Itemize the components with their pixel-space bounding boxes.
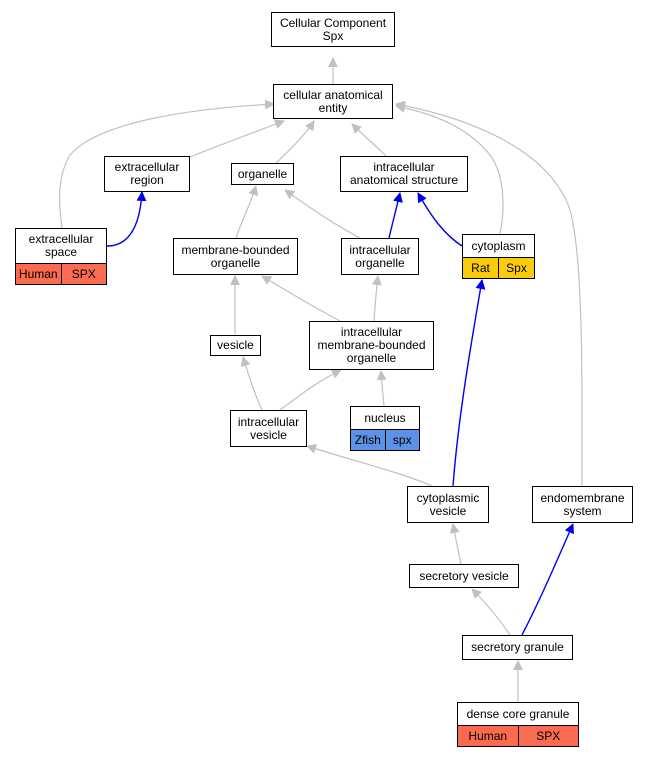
node-label: Cellular Component Spx (279, 15, 387, 43)
edge-secretory-granule-to-secretory-vesicle (471, 588, 511, 636)
node-label: secretory vesicle (419, 568, 509, 583)
node-label: secretory granule (471, 640, 564, 654)
edge-intracellular-organelle-to-intracellular-anatomical-structure (388, 192, 403, 239)
node-secretory-vesicle[interactable]: secretory vesicle (409, 564, 519, 588)
edge-cytoplasm-to-intracellular-anatomical-structure (417, 192, 463, 247)
node-label: dense core granule (466, 706, 570, 721)
node-organelle[interactable]: organelle (231, 163, 294, 185)
edge-intracellular-membrane-bounded-organelle-to-intracellular-organelle (371, 275, 382, 322)
node-label: intracellular organelle (349, 242, 411, 270)
node-label: vesicle (217, 338, 254, 352)
node-membrane-bounded-organelle[interactable]: membrane-bounded organelle (173, 238, 298, 275)
edge-intracellular-vesicle-to-vesicle (240, 356, 263, 411)
node-label: organelle (237, 166, 288, 181)
edge-cytoplasmic-vesicle-to-intracellular-vesicle (306, 444, 433, 487)
node-label: intracellular membrane-bounded organelle (317, 325, 426, 365)
tag-gene: spx (384, 430, 419, 450)
edge-intracellular-anatomical-structure-to-cellular-anatomical-entity (351, 123, 387, 157)
edge-secretory-vesicle-to-cytoplasmic-vesicle (449, 523, 462, 565)
edge-extracellular-space-to-cellular-anatomical-entity (59, 99, 275, 229)
edge-intracellular-vesicle-to-intracellular-membrane-bounded-organelle (279, 369, 342, 411)
tag-species: Zfish (351, 430, 385, 450)
node-label: nucleus (364, 410, 406, 425)
annotation-tags: Human SPX (458, 725, 578, 746)
annotation-tags: Rat Spx (463, 257, 534, 278)
node-cytoplasm[interactable]: cytoplasm Rat Spx (462, 234, 535, 279)
node-dense-core-granule[interactable]: dense core granule Human SPX (457, 702, 579, 747)
node-label: endomembrane system (540, 490, 625, 518)
node-intracellular-membrane-bounded-organelle[interactable]: intracellular membrane-bounded organelle (309, 321, 434, 370)
tag-gene: SPX (517, 726, 578, 746)
node-label: membrane-bounded organelle (181, 242, 290, 270)
node-nucleus[interactable]: nucleus Zfish spx (350, 406, 420, 451)
node-intracellular-anatomical-structure[interactable]: intracellular anatomical structure (340, 156, 468, 192)
edge-intracellular-organelle-to-organelle (284, 189, 361, 239)
node-endomembrane-system[interactable]: endomembrane system (532, 486, 633, 523)
edge-extracellular-space-to-extracellular-region (106, 191, 147, 247)
edge-secretory-granule-to-endomembrane-system (521, 523, 574, 636)
node-intracellular-vesicle[interactable]: intracellular vesicle (230, 410, 307, 447)
edge-endomembrane-system-to-cellular-anatomical-entity (395, 100, 583, 487)
node-cellular-component-spx[interactable]: Cellular Component Spx (271, 12, 395, 47)
node-label: intracellular vesicle (237, 414, 300, 442)
node-vesicle[interactable]: vesicle (210, 335, 261, 356)
tag-species: Human (16, 264, 61, 284)
node-extracellular-region[interactable]: extracellular region (104, 156, 190, 192)
edge-organelle-to-cellular-anatomical-entity (275, 120, 315, 164)
edge-cytoplasm-to-cellular-anatomical-entity (395, 102, 504, 235)
node-secretory-granule[interactable]: secretory granule (462, 635, 573, 660)
node-label: extracellular region (114, 160, 180, 187)
node-label: extracellular space (28, 232, 94, 259)
edge-extracellular-region-to-cellular-anatomical-entity (189, 119, 285, 158)
tag-species: Human (458, 726, 518, 746)
edge-intracellular-membrane-bounded-organelle-to-membrane-bounded-organelle (261, 275, 341, 322)
edge-membrane-bounded-organelle-to-organelle (235, 185, 259, 239)
tag-gene: Spx (498, 258, 534, 278)
annotation-tags: Human SPX (16, 263, 106, 284)
node-intracellular-organelle[interactable]: intracellular organelle (341, 238, 419, 275)
node-label: cellular anatomical entity (283, 87, 383, 115)
tag-gene: SPX (60, 264, 106, 284)
node-label: cytoplasm (471, 238, 526, 253)
edge-cytoplasmic-vesicle-to-cytoplasm (452, 279, 486, 487)
tag-species: Rat (463, 258, 498, 278)
node-cellular-anatomical-entity[interactable]: cellular anatomical entity (273, 84, 393, 119)
node-label: intracellular anatomical structure (349, 160, 459, 187)
node-extracellular-space[interactable]: extracellular space Human SPX (15, 228, 107, 285)
node-cytoplasmic-vesicle[interactable]: cytoplasmic vesicle (407, 486, 489, 523)
node-label: cytoplasmic vesicle (416, 490, 480, 518)
annotation-tags: Zfish spx (351, 429, 419, 450)
edge-nucleus-to-intracellular-membrane-bounded-organelle (376, 370, 387, 407)
